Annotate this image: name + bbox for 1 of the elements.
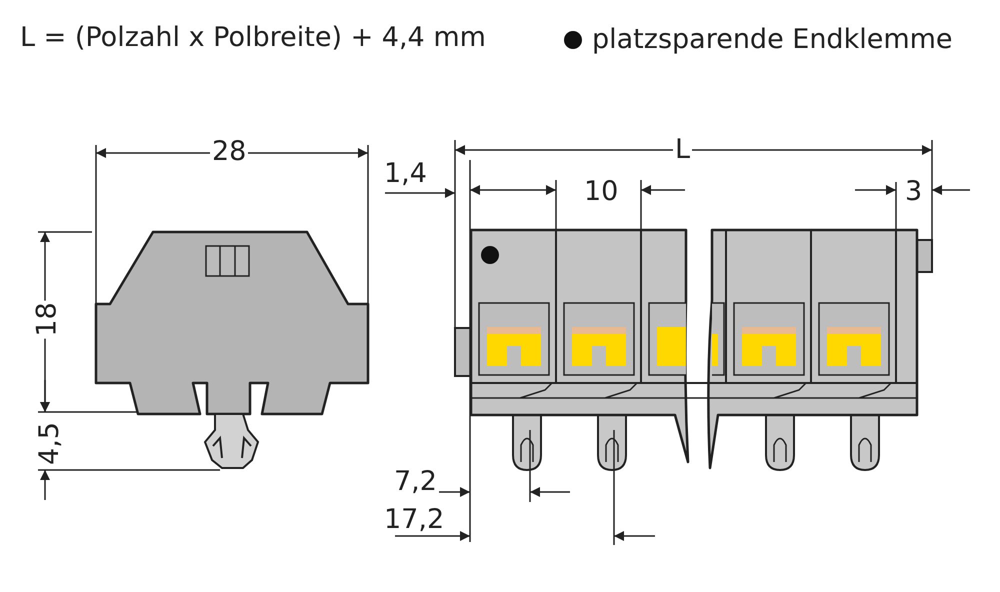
dimension-label: 7,2 [392, 468, 439, 495]
